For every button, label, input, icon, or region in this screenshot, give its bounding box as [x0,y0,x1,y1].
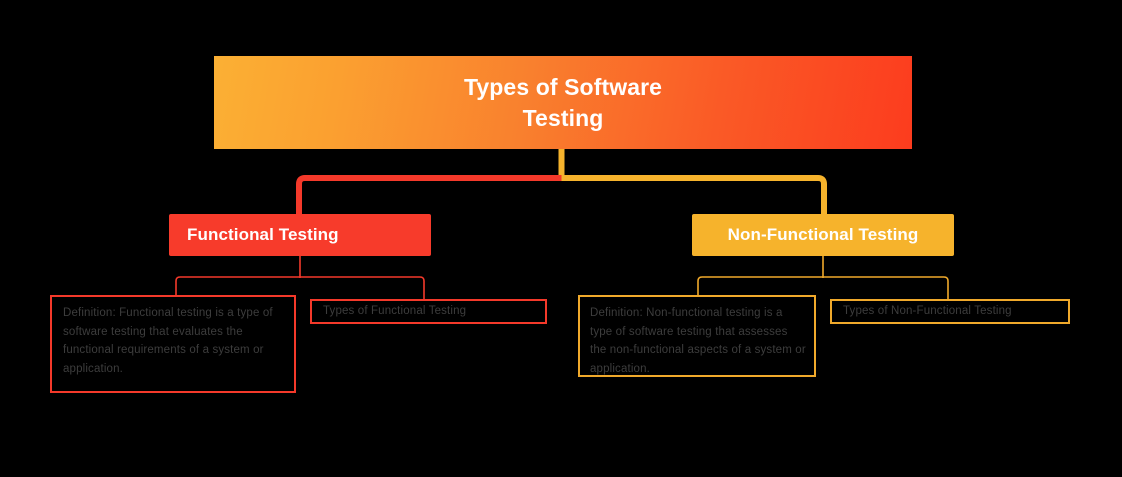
node-functional-definition-text: Definition: Functional testing is a type… [63,307,273,375]
node-functional-types-label: Types of Functional Testing [323,305,467,318]
node-non-functional-definition-text: Definition: Non-functional testing is a … [590,307,806,375]
node-functional-testing[interactable]: Functional Testing [169,214,431,256]
root-title-banner: Types of Software Testing [214,56,912,149]
node-functional-definition[interactable]: Definition: Functional testing is a type… [50,295,296,393]
node-non-functional-testing-label: Non-Functional Testing [727,225,919,244]
node-non-functional-testing[interactable]: Non-Functional Testing [692,214,954,256]
node-functional-types[interactable]: Types of Functional Testing [310,299,547,324]
node-non-functional-definition[interactable]: Definition: Non-functional testing is a … [578,295,816,377]
node-non-functional-types-label: Types of Non-Functional Testing [843,305,1012,318]
node-functional-testing-label: Functional Testing [187,225,339,244]
node-non-functional-types[interactable]: Types of Non-Functional Testing [830,299,1070,324]
page-title: Types of Software Testing [463,74,663,131]
